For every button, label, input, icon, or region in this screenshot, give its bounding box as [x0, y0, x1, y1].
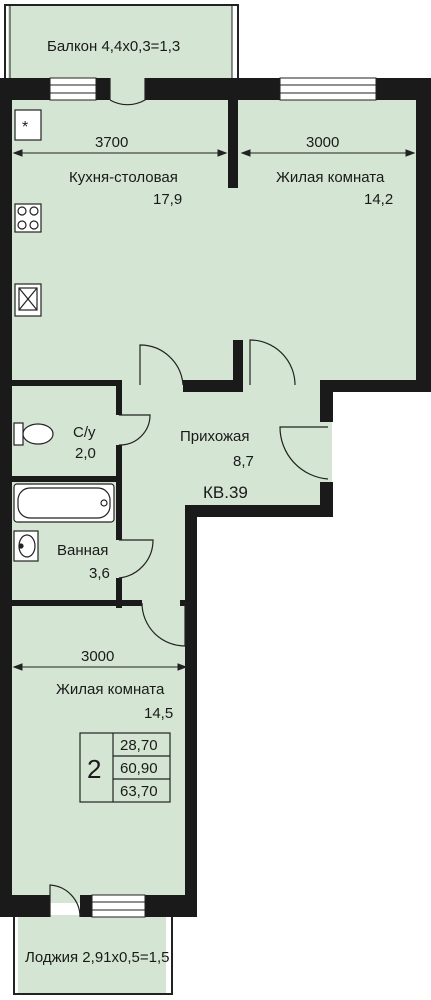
kitchen-name: Кухня-столовая [69, 169, 178, 186]
hall-name: Прихожая [180, 428, 250, 445]
kitchen-area [10, 80, 238, 385]
living-room-1-window [279, 77, 377, 101]
area-living: 28,70 [120, 737, 158, 754]
area-with-balconies: 63,70 [120, 783, 158, 800]
svg-text:*: * [22, 119, 28, 136]
toilet-icon [13, 422, 54, 446]
washbasin-icon [13, 530, 39, 562]
bath-name: Ванная [57, 542, 108, 559]
balcony-label: Балкон 4,4х0,3=1,3 [47, 38, 180, 55]
living-room-2-area [10, 603, 190, 903]
loggia-window [91, 894, 146, 918]
windows [49, 77, 377, 918]
living-room-1-area [238, 80, 416, 385]
bath-door [118, 539, 154, 579]
fixtures: * [13, 109, 115, 562]
balcony-area [8, 5, 232, 81]
area-table [79, 732, 171, 803]
wc-area: 2,0 [75, 445, 96, 462]
wc-name: С/у [73, 424, 96, 441]
loggia-label: Лоджия 2,91х0,5=1,5 [25, 949, 169, 966]
kitchen-area: 17,9 [153, 191, 182, 208]
rooms-count: 2 [87, 754, 101, 784]
window-panes [50, 84, 376, 911]
doors [49, 78, 329, 918]
living-room-2-width: 3000 [81, 648, 114, 665]
dimension-lines [12, 149, 416, 671]
hall-area: 8,7 [233, 453, 254, 470]
living-room-1-width: 3000 [306, 134, 339, 151]
loggia-area [18, 915, 166, 995]
kitchen-width: 3700 [95, 134, 128, 151]
living-room-2-area: 14,5 [144, 705, 173, 722]
hall-lower-area [110, 510, 190, 610]
kitchen-sink-icon [14, 283, 42, 317]
bath-area: 3,6 [89, 565, 110, 582]
hall-area [110, 385, 332, 513]
walls [0, 78, 431, 917]
wc-door [118, 414, 151, 446]
balcony-rails [4, 4, 239, 995]
balcony-door [109, 78, 146, 106]
loggia-door [49, 884, 81, 918]
room-fills [8, 5, 416, 995]
living-room-1-name: Жилая комната [276, 169, 385, 186]
living-room-2-name: Жилая комната [56, 681, 165, 698]
stove-icon [14, 203, 42, 233]
living-room-1-area: 14,2 [364, 191, 393, 208]
entrance-door [279, 426, 329, 480]
kitchen-door [139, 344, 184, 386]
apartment-number: КВ.39 [203, 483, 248, 502]
living-room-1-door [249, 339, 296, 386]
boiler-icon: * [14, 109, 42, 141]
bathtub-icon [13, 483, 115, 523]
area-total: 60,90 [120, 760, 158, 777]
kitchen-window [49, 77, 97, 101]
living-room-2-door [141, 602, 186, 647]
